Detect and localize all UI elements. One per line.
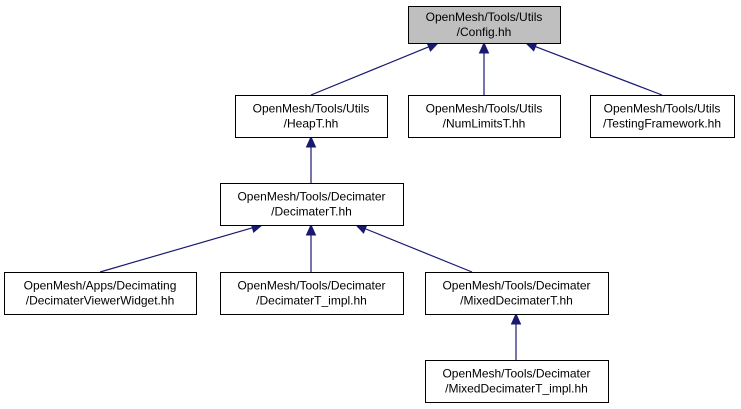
node-box (425, 272, 609, 315)
node-box (408, 95, 561, 138)
node-decimatert_impl[interactable]: OpenMesh/Tools/Decimater/DecimaterT_impl… (220, 272, 404, 315)
edge-mixed-to-decimatert (354, 224, 473, 273)
node-label: /HeapT.hh (284, 117, 339, 131)
arrow-head (305, 223, 317, 236)
node-mixed_impl[interactable]: OpenMesh/Tools/Decimater/MixedDecimaterT… (425, 360, 609, 403)
node-label: OpenMesh/Tools/Decimater (442, 279, 590, 293)
arrow-head (510, 312, 522, 325)
node-decimatert[interactable]: OpenMesh/Tools/Decimater/DecimaterT.hh (220, 183, 404, 226)
edge-viewerwidget-to-decimatert (99, 222, 264, 273)
edge-mixed_impl-to-mixed (510, 312, 522, 360)
edges-layer (99, 41, 663, 360)
node-label: /Config.hh (457, 25, 512, 39)
edge-line (535, 46, 663, 96)
node-label: /NumLimitsT.hh (443, 117, 526, 131)
node-label: /DecimaterT.hh (271, 205, 352, 219)
node-box (425, 360, 609, 403)
node-label: /DecimaterViewerWidget.hh (26, 294, 175, 308)
node-box (220, 183, 404, 226)
node-label: OpenMesh/Tools/Decimater (237, 279, 385, 293)
node-label: OpenMesh/Tools/Utils (426, 102, 543, 116)
node-label: OpenMesh/Tools/Decimater (237, 190, 385, 204)
node-label: OpenMesh/Apps/Decimating (24, 279, 177, 293)
node-label: /MixedDecimaterT_impl.hh (445, 382, 588, 396)
edge-heapt-to-config (310, 42, 440, 96)
node-viewerwidget[interactable]: OpenMesh/Apps/Decimating/DecimaterViewer… (4, 272, 197, 315)
node-box (408, 6, 561, 44)
node-label: /DecimaterT_impl.hh (256, 294, 367, 308)
node-testing[interactable]: OpenMesh/Tools/Utils/TestingFramework.hh (590, 95, 735, 138)
edge-decimatert-to-heapt (305, 135, 317, 183)
nodes-layer: OpenMesh/Tools/Utils/Config.hhOpenMesh/T… (4, 6, 735, 403)
edge-line (310, 46, 429, 96)
node-box (4, 272, 197, 315)
node-numlimits[interactable]: OpenMesh/Tools/Utils/NumLimitsT.hh (408, 95, 561, 138)
arrow-head (305, 135, 317, 148)
node-box (220, 272, 404, 315)
edge-numlimits-to-config (478, 41, 490, 95)
edge-line (365, 228, 473, 273)
node-label: OpenMesh/Tools/Utils (604, 102, 721, 116)
edge-line (99, 227, 253, 273)
node-label: OpenMesh/Tools/Decimater (442, 367, 590, 381)
node-box (590, 95, 735, 138)
node-heapt[interactable]: OpenMesh/Tools/Utils/HeapT.hh (235, 95, 388, 138)
arrow-head (478, 41, 490, 54)
node-config[interactable]: OpenMesh/Tools/Utils/Config.hh (408, 6, 561, 44)
node-box (235, 95, 388, 138)
node-label: OpenMesh/Tools/Utils (426, 10, 543, 24)
node-label: /MixedDecimaterT.hh (460, 294, 573, 308)
edge-testing-to-config (524, 41, 663, 96)
node-mixed[interactable]: OpenMesh/Tools/Decimater/MixedDecimaterT… (425, 272, 609, 315)
node-label: /TestingFramework.hh (603, 117, 721, 131)
node-label: OpenMesh/Tools/Utils (253, 102, 370, 116)
edge-decimatert_impl-to-decimatert (305, 223, 317, 272)
